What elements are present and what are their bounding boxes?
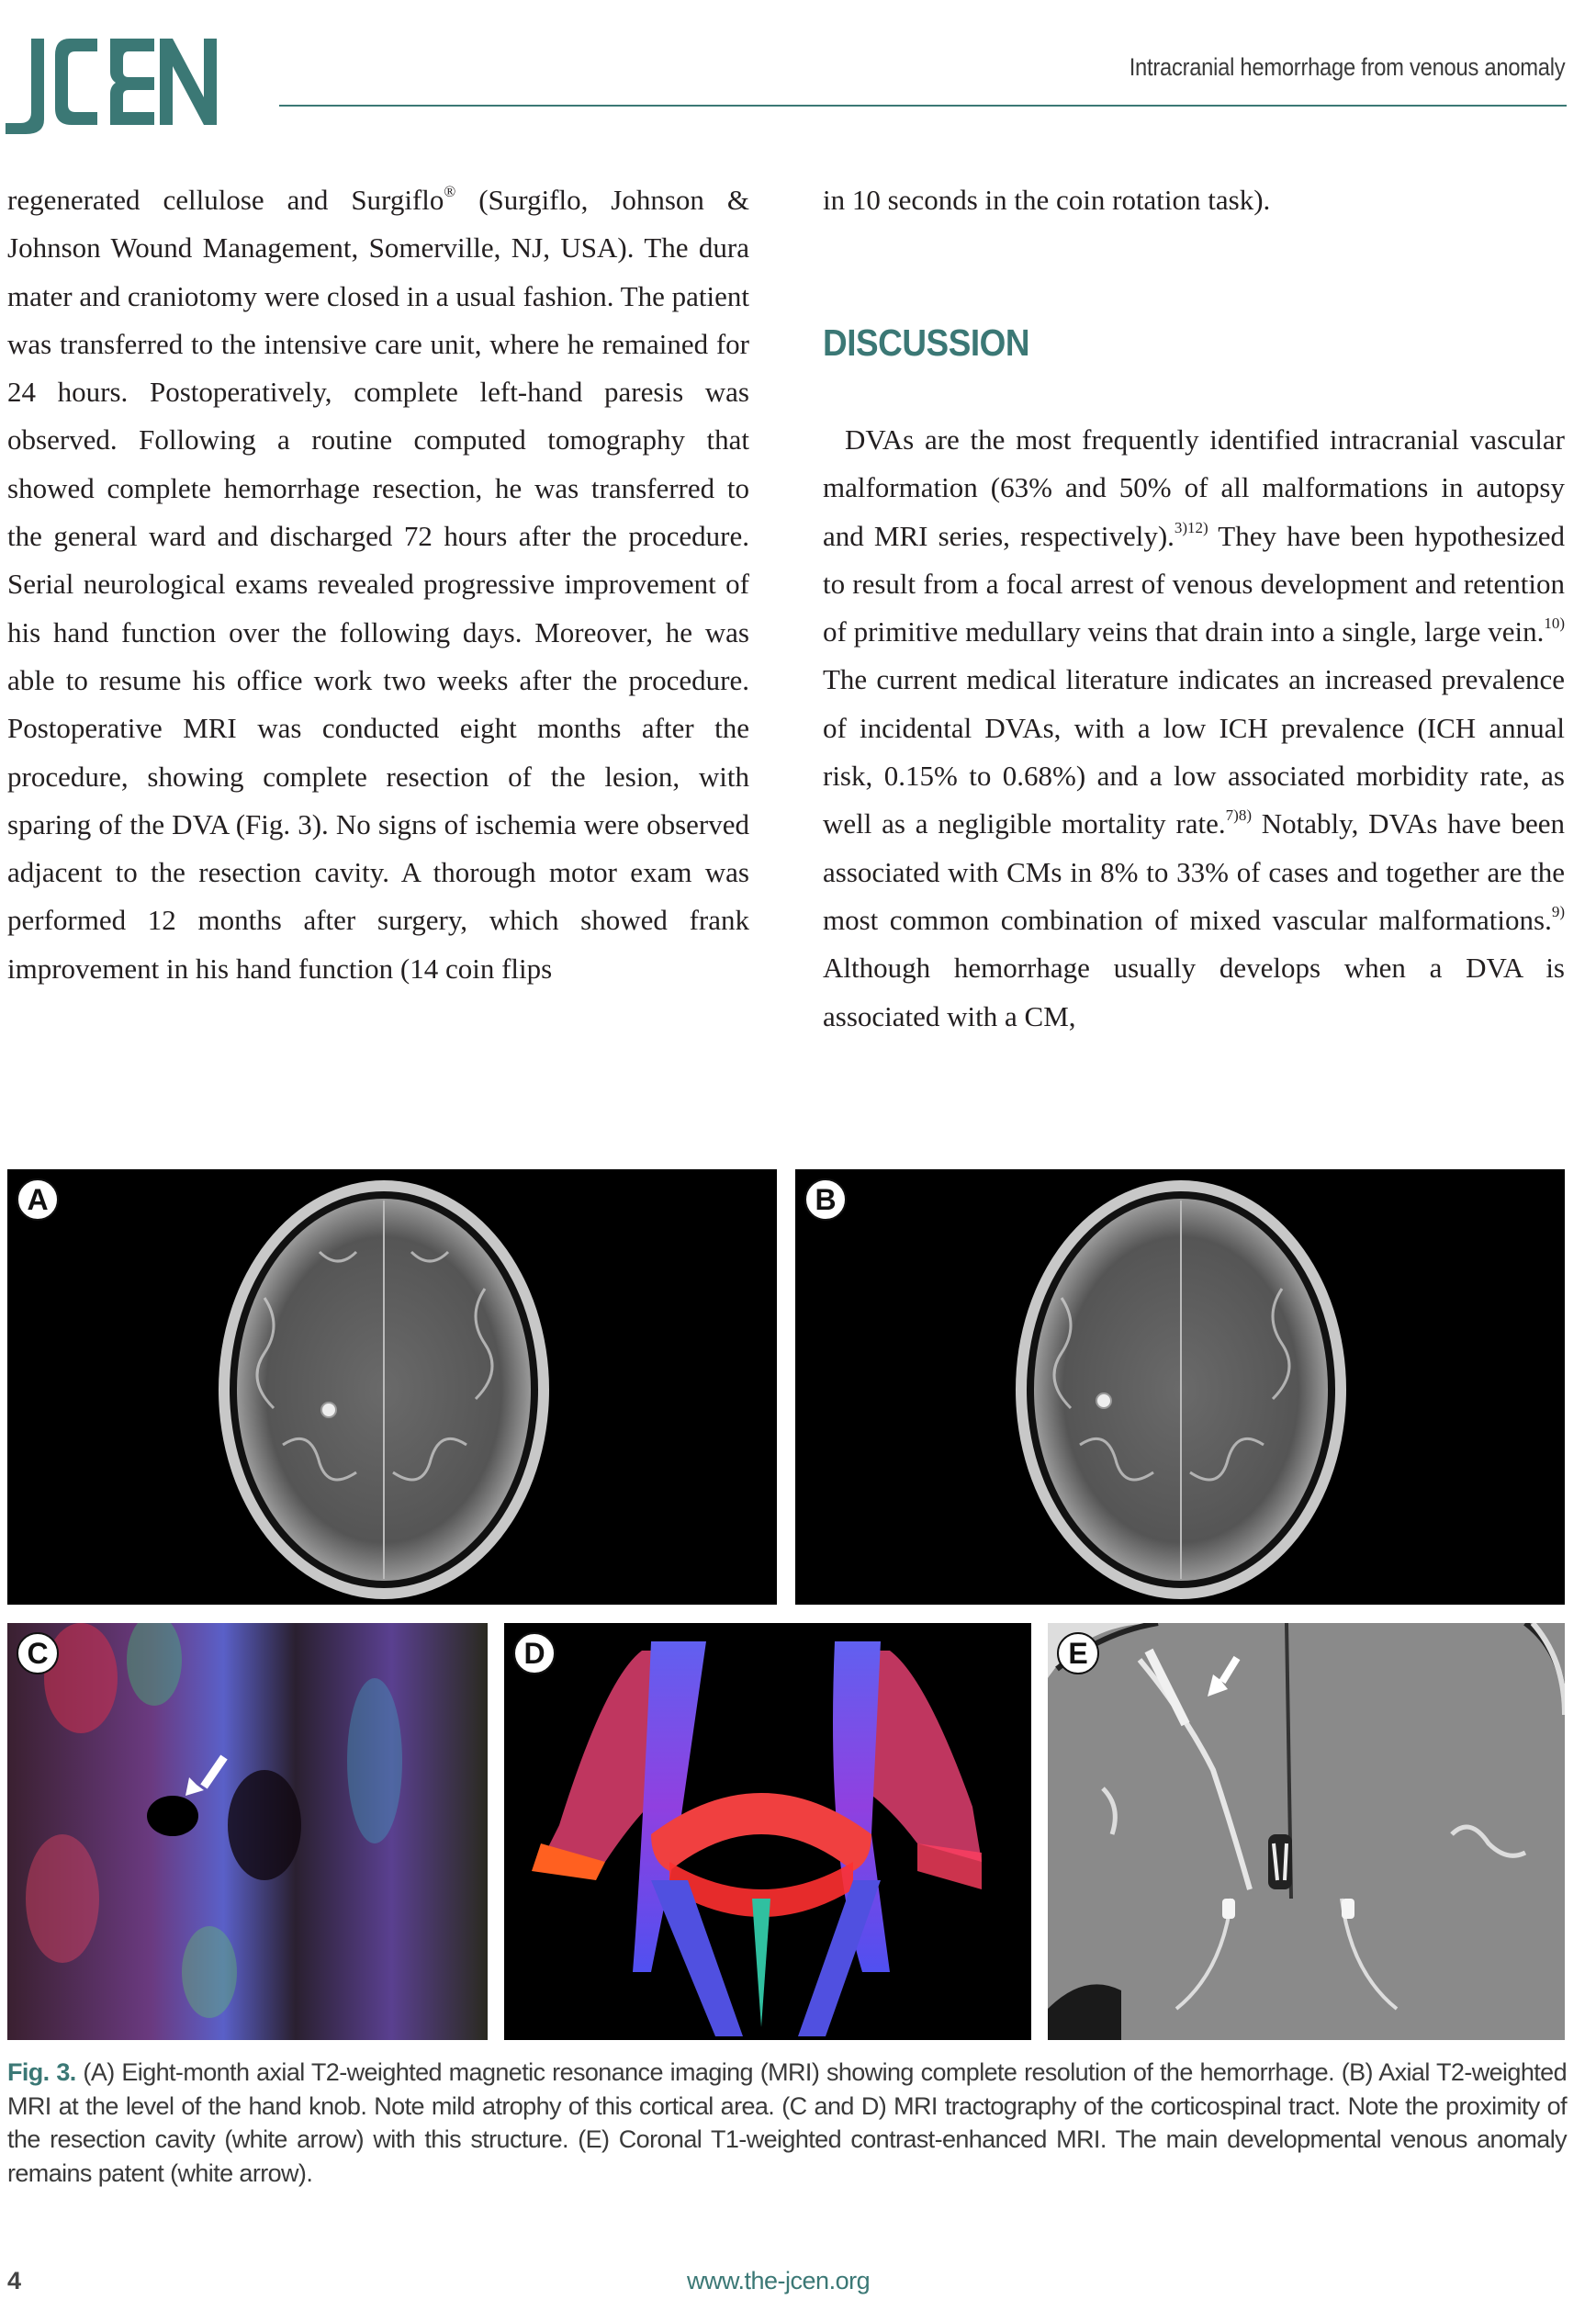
discussion-paragraph: DVAs are the most frequently identified …	[823, 423, 1565, 1032]
page-number: 4	[7, 2267, 22, 2294]
registered-mark: ®	[444, 183, 456, 200]
coronal-t1-mri-image	[1048, 1623, 1565, 2040]
figure-caption: Fig. 3. (A) Eight-month axial T2-weighte…	[7, 2056, 1568, 2190]
panel-label-c: C	[17, 1632, 59, 1674]
panel-label-b: B	[804, 1178, 847, 1221]
panel-label-e: E	[1057, 1632, 1099, 1674]
panel-label-a: A	[17, 1178, 59, 1221]
header-rule	[279, 105, 1567, 107]
citation-ref[interactable]: 3)12)	[1174, 518, 1208, 536]
panel-label-d: D	[513, 1632, 556, 1674]
figure-panel-c: C	[7, 1623, 488, 2040]
journal-url-link[interactable]: www.the-jcen.org	[687, 2267, 871, 2294]
corticospinal-tract-tractography-image	[532, 1641, 982, 2036]
discussion-body: DVAs are the most frequently identified …	[823, 416, 1565, 1041]
mri-axial-image	[219, 1180, 549, 1599]
journal-logo	[6, 18, 219, 134]
continuation-text: in 10 seconds in the coin rotation task)…	[823, 184, 1271, 216]
figure-label: Fig. 3.	[7, 2058, 76, 2086]
right-column-continuation: in 10 seconds in the coin rotation task)…	[823, 176, 1565, 224]
figure-panel-e: E	[1048, 1623, 1565, 2040]
running-head: Intracranial hemorrhage from venous anom…	[1129, 53, 1565, 81]
citation-ref[interactable]: 7)8)	[1225, 806, 1252, 825]
caption-text: (A) Eight-month axial T2-weighted magnet…	[7, 2058, 1568, 2187]
figure-panel-b: B	[795, 1169, 1565, 1605]
mri-axial-image	[1016, 1180, 1346, 1599]
citation-ref[interactable]: 9)	[1551, 902, 1565, 920]
citation-ref[interactable]: 10)	[1544, 614, 1565, 633]
tractography-colormap-image	[7, 1623, 488, 2040]
section-heading-discussion: DISCUSSION	[823, 321, 1030, 364]
left-column: regenerated cellulose and Surgiflo® (Sur…	[7, 176, 749, 993]
figure-panel-d: D	[504, 1623, 1031, 2040]
figure-panel-a: A	[7, 1169, 777, 1605]
body-paragraph: regenerated cellulose and Surgiflo® (Sur…	[7, 183, 749, 985]
